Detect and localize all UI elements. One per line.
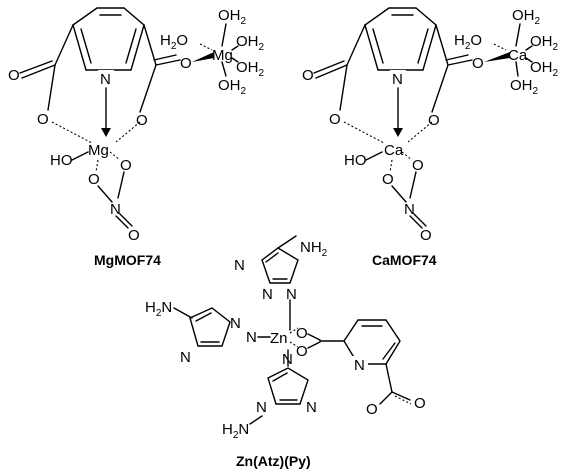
magnesium-atom: Mg	[88, 142, 109, 159]
caption-zn-atz-py: Zn(Atz)(Py)	[236, 453, 311, 469]
amino-group: NH2	[300, 239, 328, 259]
hydroxide-ligand: HO	[344, 152, 367, 169]
nitrogen-atom: N	[230, 315, 241, 332]
magnesium-atom: Mg	[212, 47, 233, 64]
oxygen-atom: O	[8, 67, 20, 84]
oxygen-atom: O	[128, 227, 140, 244]
oxygen-atom: O	[302, 67, 314, 84]
water-ligand: OH2	[530, 59, 559, 79]
zinc-atom: Zn	[270, 330, 288, 347]
water-ligand: OH2	[218, 7, 247, 27]
nitrogen-atom: N	[354, 357, 365, 374]
oxygen-atom: O	[120, 157, 132, 174]
oxygen-atom: O	[382, 171, 394, 188]
mgmof74-structure: N O O O O Mg H2O OH2 OH2 OH2 OH2	[8, 7, 265, 268]
nitrogen-atom: N	[404, 201, 415, 218]
water-ligand: OH2	[530, 33, 559, 53]
caption-camof74: CaMOF74	[372, 252, 437, 268]
calcium-atom: Ca	[508, 47, 528, 64]
oxygen-atom: O	[472, 55, 484, 72]
nitrogen-atom: N	[180, 349, 191, 366]
nitrogen-atom: N	[246, 329, 257, 346]
water-ligand: H2O	[454, 32, 482, 52]
camof74-structure: N O O O O Ca H2O OH2 OH2 OH2 OH2 Ca HO O	[302, 7, 559, 268]
calcium-atom: Ca	[384, 142, 404, 159]
water-ligand: OH2	[510, 77, 539, 97]
water-ligand: OH2	[236, 59, 265, 79]
oxygen-atom: O	[366, 401, 378, 418]
oxygen-atom: O	[414, 395, 426, 412]
oxygen-atom: O	[296, 325, 308, 342]
nitrogen-atom: N	[286, 286, 297, 303]
amino-group: H2N	[145, 299, 172, 319]
nitrogen-atom: N	[392, 71, 403, 88]
water-ligand: OH2	[236, 33, 265, 53]
amino-group: H2N	[222, 421, 249, 441]
hydroxide-ligand: HO	[50, 152, 73, 169]
oxygen-atom: O	[412, 157, 424, 174]
oxygen-atom: O	[296, 343, 308, 360]
oxygen-atom: O	[88, 171, 100, 188]
oxygen-atom: O	[420, 227, 432, 244]
water-ligand: OH2	[218, 77, 247, 97]
nitrogen-atom: N	[306, 399, 317, 416]
nitrogen-atom: N	[256, 399, 267, 416]
water-ligand: OH2	[512, 7, 541, 27]
oxygen-atom: O	[136, 112, 148, 129]
caption-mgmof74: MgMOF74	[94, 252, 161, 268]
nitrogen-atom: N	[262, 286, 273, 303]
oxygen-atom: O	[329, 111, 341, 128]
oxygen-atom: O	[428, 112, 440, 129]
nitrogen-atom: N	[234, 257, 245, 274]
zn-atz-py-structure: NH2 N N N H2N N N N Zn O O N N N H2N	[145, 235, 426, 469]
nitrogen-atom: N	[110, 201, 121, 218]
nitrogen-atom: N	[100, 71, 111, 88]
oxygen-atom: O	[180, 55, 192, 72]
oxygen-atom: O	[37, 111, 49, 128]
water-ligand: H2O	[160, 32, 188, 52]
